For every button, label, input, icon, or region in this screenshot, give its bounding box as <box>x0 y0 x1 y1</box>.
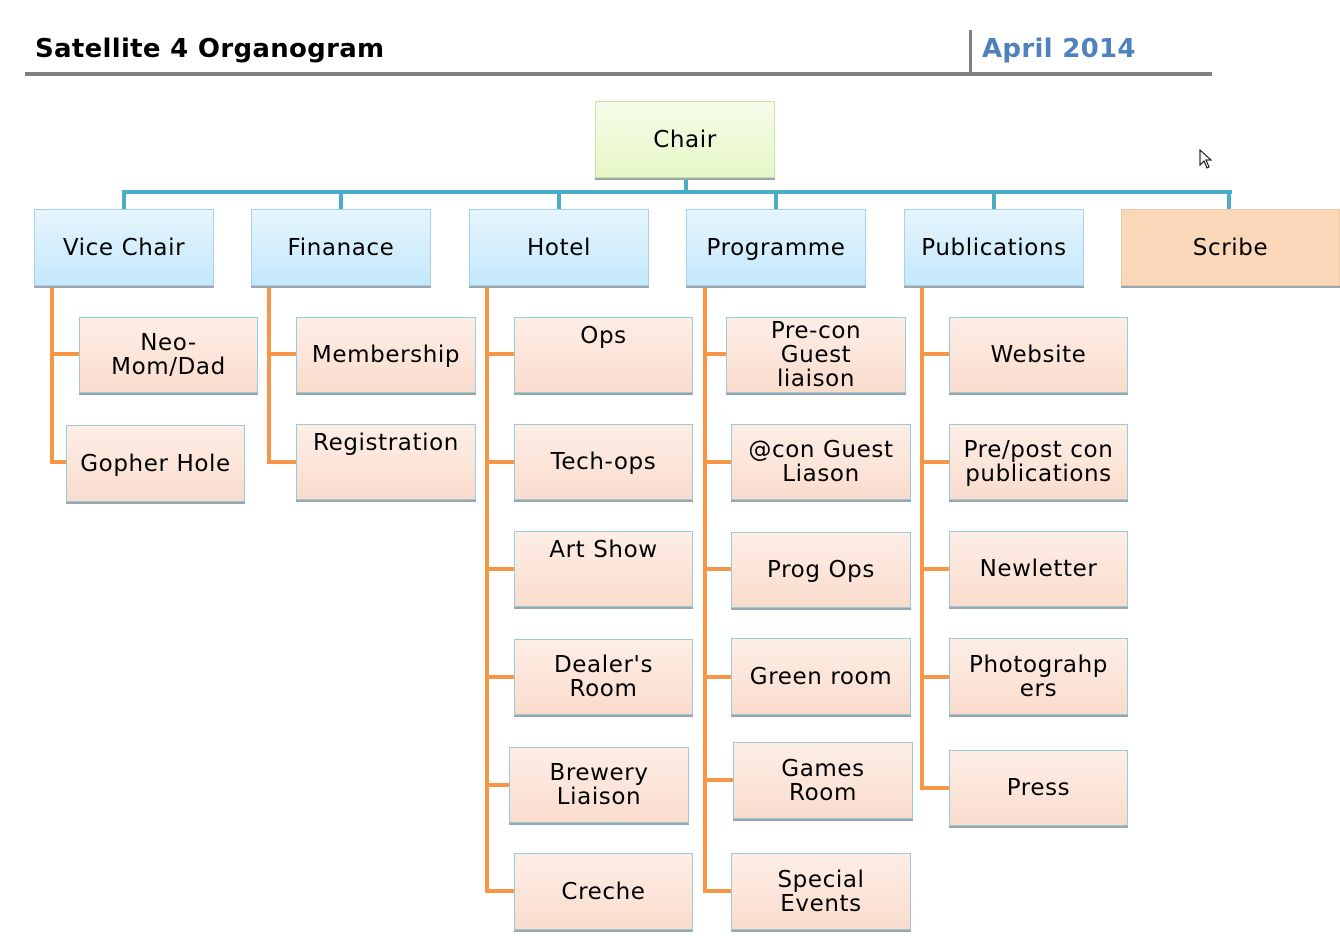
node-gopher-hole[interactable]: Gopher Hole <box>66 425 245 502</box>
node-label: Green room <box>749 663 893 690</box>
node-label: Website <box>990 342 1087 368</box>
connector-branch <box>267 460 296 464</box>
node-label: Art Show <box>549 537 658 563</box>
connector-branch <box>703 889 731 893</box>
node-label: Prog Ops <box>767 557 875 583</box>
connector-chair-stem <box>684 178 688 194</box>
node-neo-mom-dad[interactable]: Neo-Mom/Dad <box>79 317 258 393</box>
node-label: Scribe <box>1192 234 1269 261</box>
connector-branch <box>920 352 949 356</box>
connector-branch <box>485 352 514 356</box>
node-label: Tech-ops <box>550 449 657 475</box>
connector-branch <box>703 675 731 679</box>
connector-trunk-publications <box>920 286 924 790</box>
connector-branch <box>920 460 949 464</box>
header-divider <box>969 30 972 74</box>
connector-stem-publications <box>992 190 996 209</box>
connector-branch <box>485 675 514 679</box>
connector-trunk-finance <box>267 286 271 464</box>
node-tech-ops[interactable]: Tech-ops <box>514 424 693 500</box>
node-label: Finanace <box>287 234 395 261</box>
connector-branch <box>703 567 731 571</box>
node-label: Newletter <box>979 556 1098 582</box>
node-label: Creche <box>561 878 646 905</box>
connector-department-bus <box>122 190 1232 194</box>
connector-branch <box>50 460 66 464</box>
node-registration[interactable]: Registration <box>296 424 476 500</box>
node-ops[interactable]: Ops <box>514 317 693 393</box>
node-label: Registration <box>313 430 459 456</box>
page-title: Satellite 4 Organogram <box>35 34 385 64</box>
mouse-cursor-icon <box>1199 149 1213 169</box>
node-website[interactable]: Website <box>949 317 1128 393</box>
node-label: Membership <box>311 342 461 368</box>
connector-branch <box>703 352 726 356</box>
connector-branch <box>485 783 509 787</box>
node-newsletter[interactable]: Newletter <box>949 531 1128 607</box>
node-label: Publications <box>921 234 1067 261</box>
connector-branch <box>485 889 514 893</box>
node-label: Press <box>1006 775 1071 801</box>
date-label: April 2014 <box>982 34 1136 64</box>
connector-stem-programme <box>774 190 778 209</box>
connector-branch <box>485 460 514 464</box>
node-chair[interactable]: Chair <box>595 101 775 178</box>
connector-branch <box>703 778 733 782</box>
node-press[interactable]: Press <box>949 750 1128 826</box>
node-prog-ops[interactable]: Prog Ops <box>731 532 911 608</box>
node-art-show[interactable]: Art Show <box>514 531 693 607</box>
header-underline <box>25 72 1212 76</box>
connector-stem-hotel <box>557 190 561 209</box>
connector-stem-vice-chair <box>122 190 126 209</box>
node-hotel[interactable]: Hotel <box>469 209 649 286</box>
node-label: Hotel <box>527 234 591 261</box>
connector-stem-finance <box>339 190 343 209</box>
node-label: Ops <box>580 323 627 349</box>
connector-branch <box>920 786 949 790</box>
connector-branch <box>267 352 296 356</box>
node-label: Gopher Hole <box>80 450 231 477</box>
connector-trunk-programme <box>703 286 707 892</box>
node-publications[interactable]: Publications <box>904 209 1084 286</box>
connector-branch <box>703 460 731 464</box>
node-label: Vice Chair <box>62 234 186 261</box>
node-label: Neo-Mom/Dad <box>111 330 226 380</box>
node-label: Chair <box>653 126 717 153</box>
connector-branch <box>920 675 949 679</box>
node-finance[interactable]: Finanace <box>251 209 431 286</box>
node-scribe[interactable]: Scribe <box>1121 209 1340 286</box>
connector-branch <box>50 352 79 356</box>
connector-stem-scribe <box>1227 190 1231 209</box>
node-creche[interactable]: Creche <box>514 853 693 930</box>
node-vice-chair[interactable]: Vice Chair <box>34 209 214 286</box>
connector-trunk-vice-chair <box>50 286 54 464</box>
node-label: Programme <box>706 234 846 261</box>
connector-branch <box>920 567 949 571</box>
node-membership[interactable]: Membership <box>296 317 476 393</box>
node-green-room[interactable]: Green room <box>731 638 911 715</box>
connector-branch <box>485 567 514 571</box>
node-programme[interactable]: Programme <box>686 209 866 286</box>
connector-trunk-hotel <box>485 286 489 892</box>
